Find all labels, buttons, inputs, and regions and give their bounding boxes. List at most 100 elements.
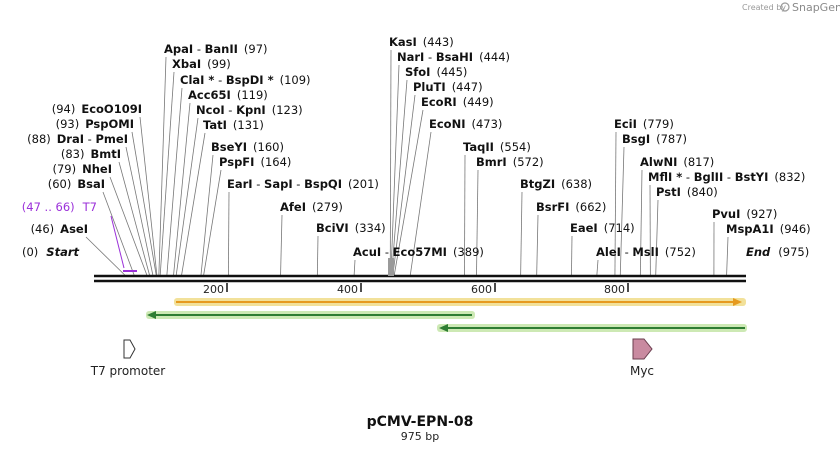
snapgene-logo: SnapGene (780, 1, 840, 14)
end-label: End(975) (746, 245, 809, 259)
leader-line (228, 191, 230, 276)
credit-text: Created by (742, 3, 786, 12)
orf-reverse-1-arrowhead (147, 311, 156, 319)
primer-t7-leader (110, 215, 125, 269)
site-label-drai: (88)DraI - PmeI (27, 132, 128, 146)
leader-line (175, 117, 199, 276)
site-cluster-marker (388, 258, 394, 276)
leader-line (476, 169, 479, 276)
leader-line (639, 169, 643, 276)
site-label-ncoi: NcoI - KpnI(123) (196, 103, 303, 117)
map-length: 975 bp (401, 430, 439, 443)
site-label-econi: EcoNI(473) (429, 117, 502, 131)
leader-line (353, 259, 356, 276)
leader-line (409, 131, 432, 276)
leader-line (173, 102, 191, 276)
site-label-pvui: PvuI(927) (712, 207, 777, 221)
site-label-ecoo109i: (94)EcoO109I (52, 102, 142, 116)
orf-reverse-2-arrowhead (439, 324, 448, 332)
site-label-clai: ClaI * - BspDI *(109) (180, 73, 311, 87)
orf-forward-arrowhead (733, 298, 742, 306)
leader-line (391, 79, 408, 276)
site-label-asei: (46)AseI (31, 222, 88, 236)
feature-t7-promoter[interactable]: T7 promoter (90, 339, 166, 378)
ruler-label-400: 400 (337, 283, 358, 296)
leader-line (131, 131, 157, 276)
site-label-afei: AfeI(279) (280, 200, 343, 214)
site-label-pspomi: (93)PspOMI (56, 117, 134, 131)
site-label-acc65i: Acc65I(119) (188, 88, 268, 102)
leader-line (316, 235, 319, 276)
site-label-alwni: AlwNI(817) (640, 155, 714, 169)
site-label-bmti: (83)BmtI (61, 147, 121, 161)
leader-line (596, 259, 599, 276)
leader-line (159, 71, 175, 276)
leader-line (392, 94, 416, 276)
leader-line (655, 199, 659, 276)
leader-line (464, 154, 466, 276)
site-label-bmri: BmrI(572) (476, 155, 544, 169)
leader-line (139, 116, 158, 276)
map-title: pCMV-EPN-08 (367, 414, 474, 430)
site-label-alei: AleI - MslI(752) (596, 245, 696, 259)
site-label-mfli: MflI * - BglII - BstYI(832) (648, 170, 805, 184)
site-label-sfoi: SfoI(445) (405, 65, 467, 79)
site-label-eaei: EaeI(714) (570, 221, 635, 235)
leader-line (158, 56, 167, 276)
site-label-mspa1i: MspA1I(946) (726, 222, 811, 236)
ruler-label-800: 800 (604, 283, 625, 296)
site-label-btgzi: BtgZI(638) (520, 177, 592, 191)
leader-line (125, 146, 154, 276)
leader-line (619, 146, 625, 276)
leader-line (203, 169, 222, 276)
site-label-eari: EarI - SapI - BspQI(201) (227, 177, 379, 191)
leader-line (166, 87, 183, 276)
leader-line (393, 109, 424, 276)
leader-line (390, 64, 400, 276)
myc-tag-arrow-icon (632, 338, 653, 360)
feature-myc[interactable]: Myc (630, 338, 654, 378)
primer-label-t7: (47 .. 66)T7 (22, 200, 97, 214)
leader-line (200, 154, 214, 276)
feature-label-t7-promoter: T7 promoter (90, 364, 166, 378)
ruler-label-600: 600 (471, 283, 492, 296)
orf-tracks (146, 298, 747, 332)
site-label-ecii: EciI(779) (614, 117, 674, 131)
site-label-psti: PstI(840) (656, 185, 718, 199)
site-label-xbai: XbaI(99) (172, 57, 231, 71)
promoter-arrow-icon (123, 339, 136, 359)
site-label-nari: NarI - BsaHI(444) (397, 50, 510, 64)
site-label-kasi: KasI(443) (389, 35, 454, 49)
site-label-acui: AcuI - Eco57MI(389) (353, 245, 484, 259)
leader-line (280, 214, 283, 276)
leader-line (536, 214, 539, 276)
leader-line (614, 131, 617, 276)
site-label-bsai: (60)BsaI (48, 177, 105, 191)
site-label-bseyi: BseYI(160) (211, 140, 284, 154)
snapgene-logo-icon (780, 2, 790, 12)
orf-reverse-2 (437, 324, 747, 332)
leader-line (118, 161, 150, 276)
site-label-pluti: PluTI(447) (413, 80, 483, 94)
leader-line (109, 176, 148, 276)
ruler: 200 400 600 800 (203, 283, 629, 296)
ruler-label-200: 200 (203, 283, 224, 296)
site-label-ecori: EcoRI(449) (421, 95, 494, 109)
sequence-backbone (94, 258, 746, 283)
orf-reverse-1 (146, 311, 475, 319)
leader-line (571, 235, 573, 276)
site-labels: ApaI - BanII(97) XbaI(99) ClaI * - BspDI… (22, 35, 811, 259)
leader-line (181, 132, 206, 276)
site-label-bcivi: BciVI(334) (316, 221, 386, 235)
leader-line (102, 191, 135, 276)
brand-text: SnapGene (792, 1, 840, 14)
start-label: (0)Start (22, 245, 80, 259)
site-label-bsgi: BsgI(787) (622, 132, 687, 146)
feature-label-myc: Myc (630, 364, 654, 378)
leader-line (726, 236, 729, 276)
site-label-taqii: TaqII(554) (463, 140, 531, 154)
site-label-bsrfi: BsrFI(662) (536, 200, 606, 214)
leader-lines (85, 49, 729, 276)
